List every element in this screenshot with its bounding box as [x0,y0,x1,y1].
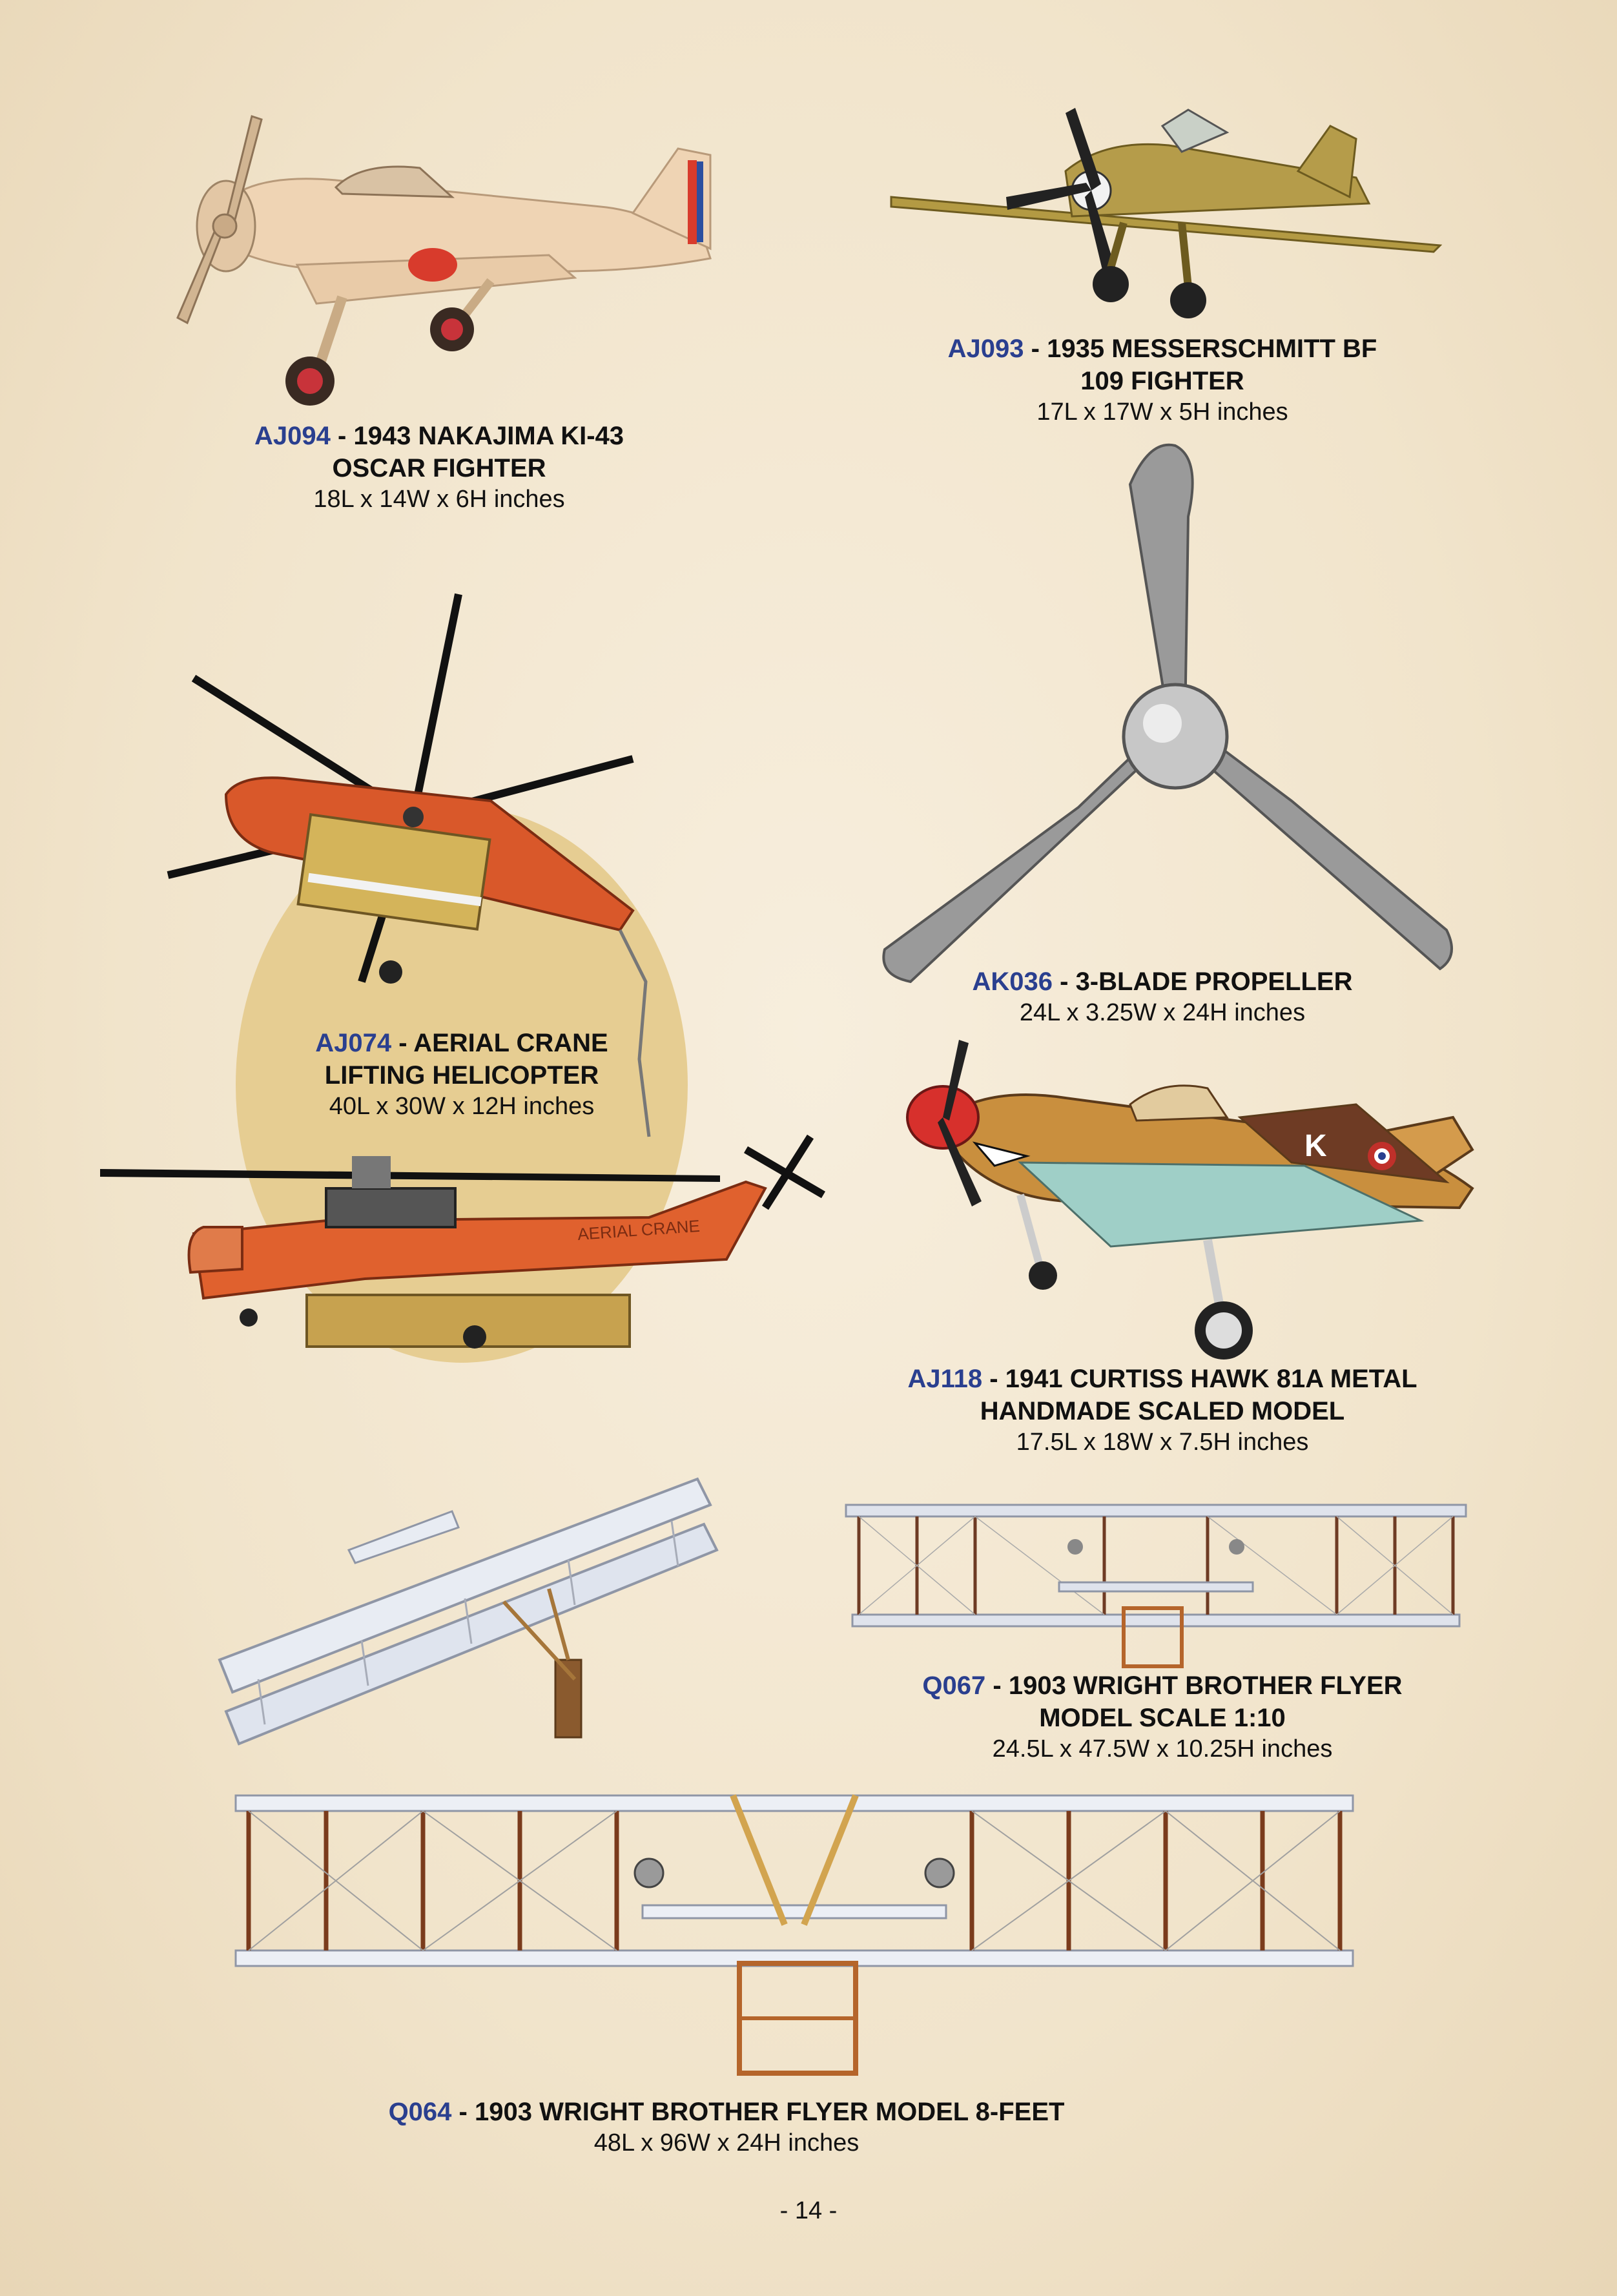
caption-aj094: AJ094 - 1943 NAKAJIMA KI-43 OSCAR FIGHTE… [181,420,697,515]
product-dimensions: 17.5L x 18W x 7.5H inches [1016,1429,1309,1456]
product-code: AK036 [972,967,1053,996]
page-number: - 14 - [779,2197,838,2224]
product-name-line2: 109 FIGHTER [1080,367,1244,395]
product-name: 1903 WRIGHT BROTHER FLYER MODEL 8-FEET [474,2098,1065,2126]
separator: - [391,1029,414,1057]
separator: - [985,1671,1009,1700]
wright-flyer-q067-image [845,1504,1467,1668]
product-code: Q067 [922,1671,986,1700]
product-dimensions: 18L x 14W x 6H inches [313,486,565,513]
product-name: 1943 NAKAJIMA KI-43 [353,422,624,450]
product-name: 1941 CURTISS HAWK 81A METAL [1005,1365,1417,1393]
product-name-line2: MODEL SCALE 1:10 [1039,1704,1286,1732]
caption-aj118: AJ118 - 1941 CURTISS HAWK 81A METAL HAND… [839,1363,1485,1458]
product-code: AJ093 [947,335,1024,363]
product-code: AJ094 [254,422,331,450]
wright-flyer-perspective-image [218,1477,719,1746]
aerial-crane-helicopter-side-image: AERIAL CRANE [100,1134,826,1349]
separator: - [1024,335,1047,363]
product-name: 3-BLADE PROPELLER [1075,967,1353,996]
product-name-line2: OSCAR FIGHTER [332,454,546,482]
product-code: AJ118 [907,1365,983,1393]
caption-q067: Q067 - 1903 WRIGHT BROTHER FLYER MODEL S… [839,1670,1485,1765]
separator: - [982,1365,1005,1393]
aerial-crane-helicopter-top-image [167,593,651,1137]
separator: - [451,2098,475,2126]
caption-title: AJ093 - 1935 MESSERSCHMITT BF [904,333,1421,365]
caption-title: AK036 - 3-BLADE PROPELLER [904,966,1421,998]
svg-text:K: K [1304,1129,1327,1163]
curtiss-hawk-image: K [906,1040,1474,1360]
product-name-line2: HANDMADE SCALED MODEL [980,1397,1345,1425]
product-dimensions: 24L x 3.25W x 24H inches [1019,999,1306,1026]
product-dimensions: 17L x 17W x 5H inches [1036,398,1288,426]
product-code: AJ074 [315,1029,392,1057]
product-name: 1903 WRIGHT BROTHER FLYER [1008,1671,1403,1700]
separator: - [1053,967,1076,996]
wright-flyer-q064-image [234,1794,1354,2076]
caption-title: Q067 - 1903 WRIGHT BROTHER FLYER [839,1670,1485,1702]
messerschmitt-fighter-image [890,108,1443,318]
three-blade-propeller-image [882,443,1453,984]
caption-title: AJ094 - 1943 NAKAJIMA KI-43 [181,420,697,452]
caption-title: AJ074 - AERIAL CRANE [203,1027,720,1059]
product-code: Q064 [388,2098,452,2126]
product-dimensions: 48L x 96W x 24H inches [593,2129,860,2156]
caption-aj074: AJ074 - AERIAL CRANE LIFTING HELICOPTER … [203,1027,720,1122]
caption-q064: Q064 - 1903 WRIGHT BROTHER FLYER MODEL 8… [291,2096,1162,2159]
product-dimensions: 40L x 30W x 12H inches [329,1093,595,1120]
caption-aj093: AJ093 - 1935 MESSERSCHMITT BF 109 FIGHTE… [904,333,1421,428]
product-name-line2: LIFTING HELICOPTER [324,1061,599,1090]
separator: - [330,422,354,450]
caption-ak036: AK036 - 3-BLADE PROPELLER 24L x 3.25W x … [904,966,1421,1029]
caption-title: AJ118 - 1941 CURTISS HAWK 81A METAL [839,1363,1485,1395]
caption-title: Q064 - 1903 WRIGHT BROTHER FLYER MODEL 8… [291,2096,1162,2128]
product-name: AERIAL CRANE [413,1029,608,1057]
product-name: 1935 MESSERSCHMITT BF [1047,335,1377,363]
ki43-fighter-image [176,115,712,406]
product-dimensions: 24.5L x 47.5W x 10.25H inches [992,1735,1333,1763]
